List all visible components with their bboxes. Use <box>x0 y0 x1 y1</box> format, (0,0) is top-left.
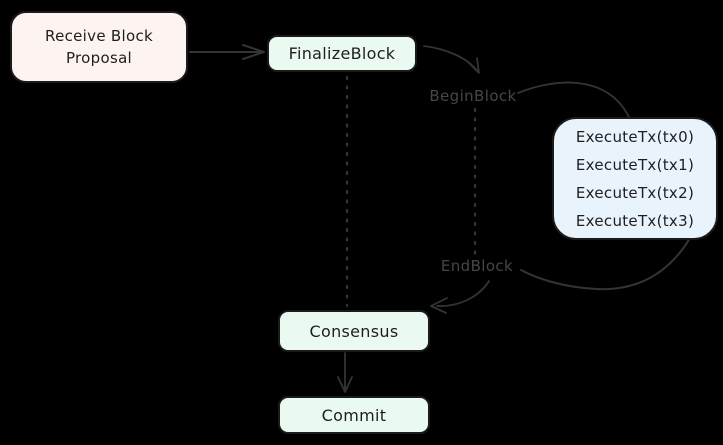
connector-finalize-to-beginblock <box>423 45 480 74</box>
node-label-line: Proposal <box>65 49 133 67</box>
executetx-line: ExecuteTx(tx1) <box>575 155 695 174</box>
node-label: FinalizeBlock <box>288 44 396 63</box>
label-beginblock: BeginBlock <box>429 87 517 105</box>
node-receive-block-proposal: Receive Block Proposal <box>10 11 188 83</box>
executetx-line: ExecuteTx(tx2) <box>575 183 695 202</box>
node-label: Commit <box>321 405 387 425</box>
node-finalizeblock: FinalizeBlock <box>267 35 417 72</box>
executetx-line: ExecuteTx(tx0) <box>575 127 695 146</box>
connector-consensus-to-commit <box>337 352 353 393</box>
node-consensus: Consensus <box>278 310 430 352</box>
node-commit: Commit <box>278 396 430 434</box>
connector-endblock-to-consensus <box>430 280 490 314</box>
node-label: Consensus <box>309 321 399 341</box>
executetx-line: ExecuteTx(tx3) <box>575 211 695 230</box>
label-endblock: EndBlock <box>440 257 514 275</box>
node-label-line: Receive Block <box>45 27 153 45</box>
connector-receive-to-finalize <box>189 44 265 60</box>
connector-beginblock-to-executetx <box>517 81 630 118</box>
node-executetx-list: ExecuteTx(tx0) ExecuteTx(tx1) ExecuteTx(… <box>552 117 718 240</box>
